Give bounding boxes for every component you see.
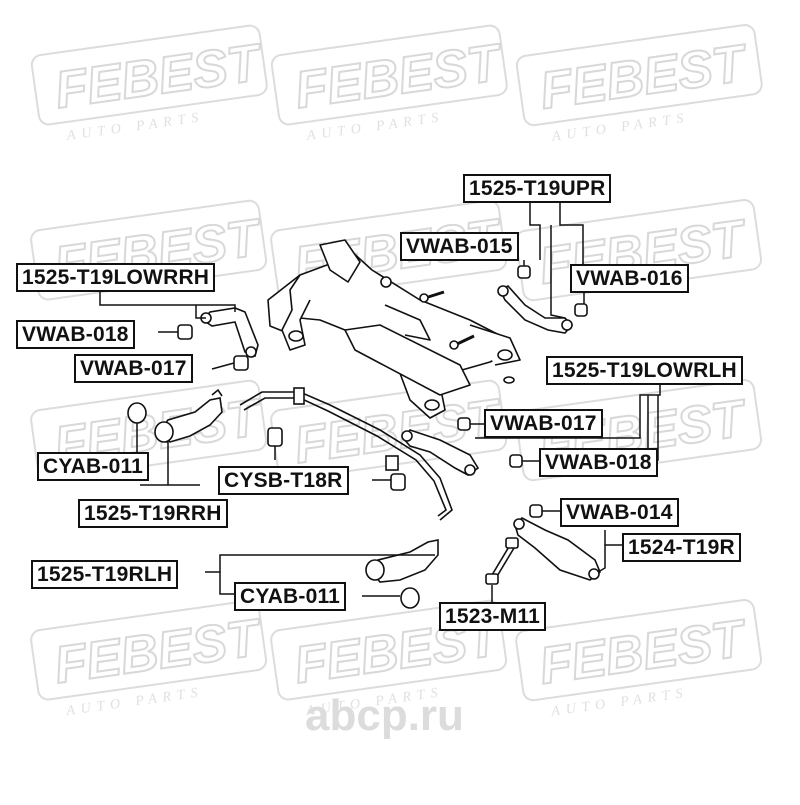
part-label-1525-t19rlh[interactable]: 1525-T19RLH (31, 560, 179, 589)
stabilizer-bar-drawing (239, 387, 453, 521)
watermark-2: FEBEST AUTO PARTS (270, 24, 508, 144)
lower-arm-rh-drawing (177, 307, 259, 371)
part-label-vwab-016[interactable]: VWAB-016 (570, 264, 689, 293)
upper-arm-drawing (497, 265, 588, 334)
part-label-vwab-017-right[interactable]: VWAB-017 (484, 409, 603, 438)
trailing-arm-rh-drawing (127, 388, 223, 443)
part-label-1523-m11[interactable]: 1523-M11 (439, 602, 547, 631)
watermark-brand: FEBEST (52, 33, 267, 120)
part-label-1525-t19upr[interactable]: 1525-T19UPR (463, 174, 612, 203)
lower-arm-lh-drawing (401, 417, 523, 476)
watermark-12: FEBEST AUTO PARTS (515, 599, 763, 720)
part-label-cyab-011-top[interactable]: CYAB-011 (37, 452, 150, 481)
leader-lines (99, 200, 661, 602)
watermark-3: FEBEST AUTO PARTS (515, 23, 763, 145)
control-arm-1524-drawing (513, 504, 601, 581)
watermark-brand: FEBEST (537, 34, 752, 121)
part-label-1524-t19r[interactable]: 1524-T19R (622, 533, 741, 562)
part-label-vwab-015[interactable]: VWAB-015 (400, 232, 519, 261)
watermark-brand: FEBEST (292, 33, 507, 120)
watermark-brand: FEBEST (51, 608, 266, 695)
watermark-1: FEBEST AUTO PARTS (30, 24, 268, 144)
part-label-vwab-014[interactable]: VWAB-014 (560, 498, 679, 527)
subframe-drawing (267, 239, 521, 419)
part-label-cyab-011-bottom[interactable]: CYAB-011 (234, 582, 347, 611)
part-label-1525-t19rrh[interactable]: 1525-T19RRH (78, 499, 228, 528)
end-link-drawing (485, 537, 519, 585)
part-label-1525-t19lowrrh[interactable]: 1525-T19LOWRRH (16, 263, 216, 292)
trailing-arm-rlh-drawing (365, 539, 439, 609)
part-label-vwab-018-right[interactable]: VWAB-018 (539, 448, 658, 477)
watermark-brand: FEBEST (536, 609, 751, 696)
watermark-10: FEBEST AUTO PARTS (30, 599, 267, 719)
part-label-vwab-017-left[interactable]: VWAB-017 (74, 354, 193, 383)
part-label-vwab-018-left[interactable]: VWAB-018 (16, 320, 135, 349)
part-label-cysb-t18r[interactable]: CYSB-T18R (218, 466, 349, 495)
part-label-1525-t19lowrlh[interactable]: 1525-T19LOWRLH (546, 356, 743, 385)
watermark-footer: abcp.ru (305, 691, 464, 740)
